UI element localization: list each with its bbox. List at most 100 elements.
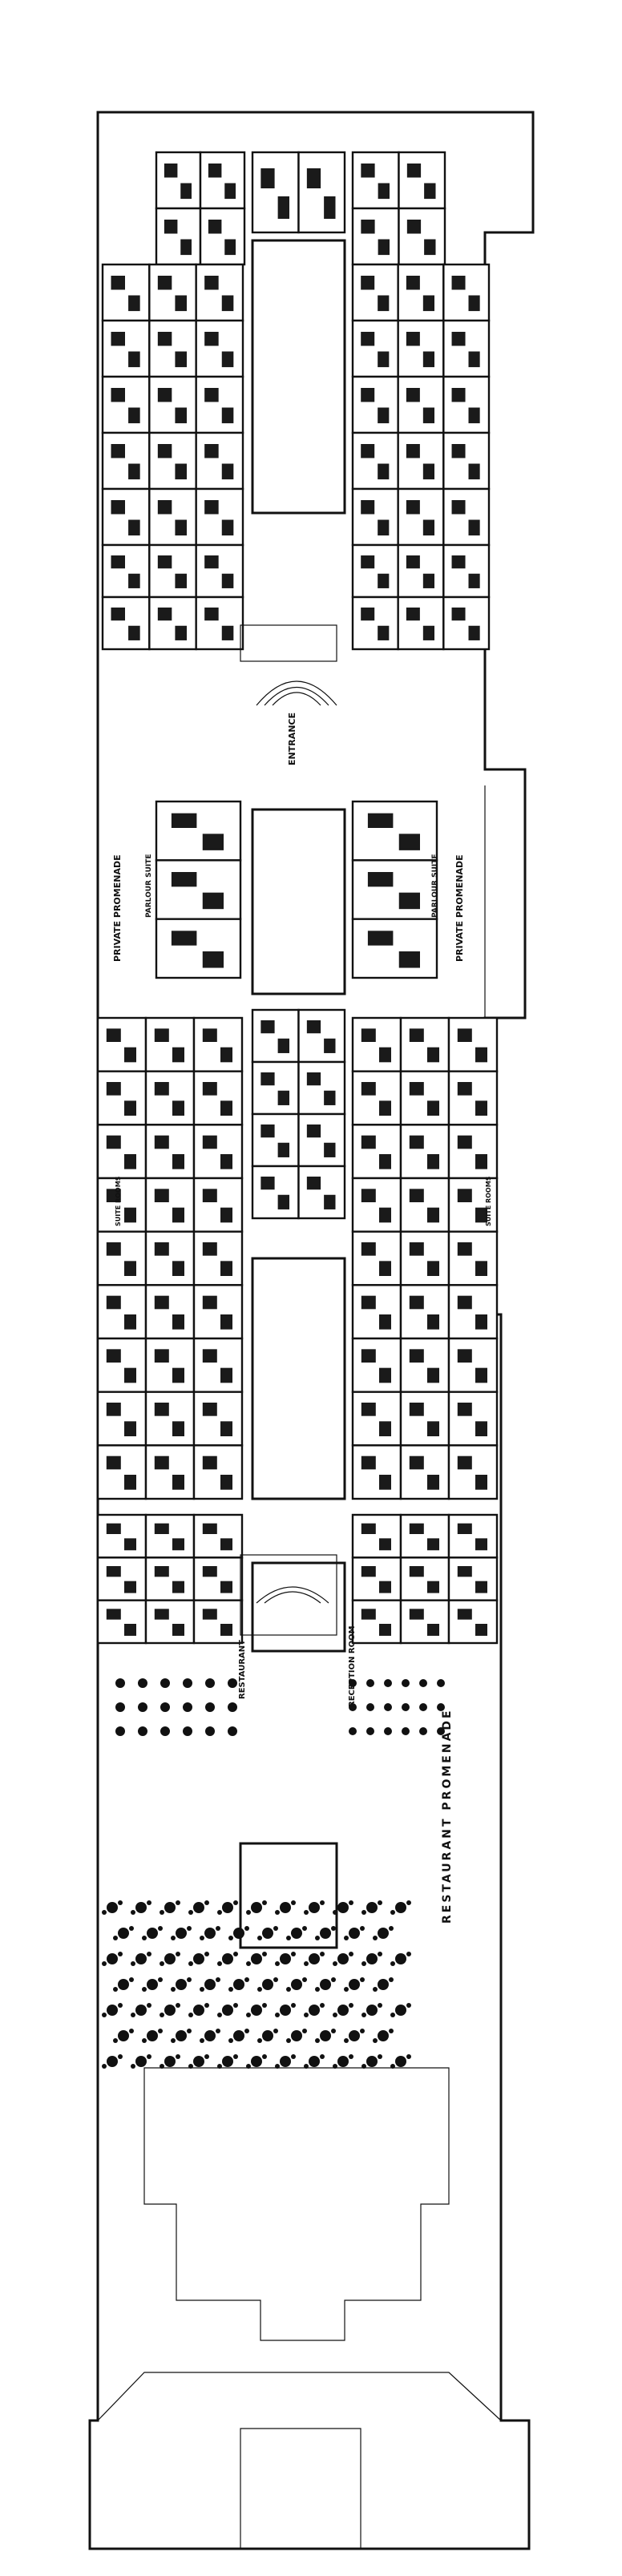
restaurant-chair <box>200 1987 204 1992</box>
cabin-furniture <box>220 1100 232 1116</box>
cabin-berth <box>457 1403 472 1416</box>
restaurant-chair <box>158 1977 163 1982</box>
cabin-furniture <box>220 1367 232 1383</box>
cabin <box>192 1230 244 1286</box>
restaurant-table <box>320 1928 331 1939</box>
cabin-furniture <box>221 573 234 588</box>
cabin <box>148 487 197 547</box>
cabin-furniture <box>175 407 187 424</box>
cabin <box>195 263 244 322</box>
restaurant-chair <box>118 1952 123 1956</box>
cabin-berth <box>409 1135 424 1149</box>
restaurant-chair <box>315 1936 320 1940</box>
restaurant-table <box>160 1678 170 1688</box>
cabin <box>351 263 399 322</box>
cabin-furniture <box>220 1207 232 1223</box>
restaurant-table <box>262 2030 273 2041</box>
reception-table <box>419 1679 427 1687</box>
cabin-berth <box>457 1242 472 1256</box>
cabin <box>447 1016 499 1072</box>
restaurant-chair <box>246 1961 251 1966</box>
cabin-furniture <box>378 239 390 256</box>
cabin <box>351 1599 402 1645</box>
restaurant-table <box>349 2030 360 2041</box>
cabin-furniture <box>468 625 480 640</box>
restaurant-chair <box>102 2013 107 2017</box>
cabin-furniture <box>475 1538 487 1551</box>
cabin-furniture <box>220 1624 232 1636</box>
cabin <box>144 1391 196 1447</box>
cabin-berth <box>409 1242 424 1256</box>
restaurant-table <box>233 2030 244 2041</box>
private-promenade-left-label: PRIVATE PROMENADE <box>112 854 123 962</box>
restaurant-table <box>115 1726 125 1736</box>
restaurant-chair <box>171 2038 176 2043</box>
cabin-furniture <box>378 573 390 588</box>
restaurant-table <box>366 1953 378 1964</box>
restaurant-chair <box>320 2003 325 2008</box>
restaurant-chair <box>217 2013 222 2017</box>
cabin-berth <box>457 1349 472 1363</box>
restaurant-table <box>193 2056 204 2067</box>
restaurant-table <box>309 1953 320 1964</box>
restaurant-chair <box>147 2003 151 2008</box>
cabin <box>144 1599 196 1645</box>
cabin <box>148 596 197 651</box>
restaurant-chair <box>131 2013 135 2017</box>
cabin-furniture <box>172 1624 184 1636</box>
restaurant-chair <box>204 1952 209 1956</box>
cabin-furniture <box>175 625 187 640</box>
restaurant-chair <box>142 2038 147 2043</box>
cabin-berth <box>361 1028 376 1042</box>
cabin-berth <box>106 1242 121 1256</box>
restaurant-chair <box>333 1961 337 1966</box>
cabin-furniture <box>324 196 336 219</box>
cabin <box>442 263 491 322</box>
cabin-furniture <box>424 183 436 200</box>
restaurant-chair <box>390 2013 395 2017</box>
cabin <box>148 263 197 322</box>
cabin-furniture <box>422 407 434 424</box>
cabin-furniture <box>427 1421 439 1436</box>
cabin-berth <box>171 872 197 887</box>
cabin <box>199 151 246 210</box>
cabin-berth <box>451 555 466 569</box>
restaurant-chair <box>118 1900 123 1905</box>
cabin <box>297 1008 346 1064</box>
restaurant-chair <box>320 2054 325 2059</box>
restaurant-chair <box>233 2054 238 2059</box>
cabin-berth <box>367 872 394 887</box>
cabin <box>101 319 151 378</box>
cabin-berth <box>409 1566 424 1577</box>
restaurant-table <box>176 1979 187 1990</box>
restaurant-chair <box>378 2003 382 2008</box>
cabin-furniture <box>220 1261 232 1276</box>
cabin <box>351 1557 402 1601</box>
cabin-berth <box>361 444 375 458</box>
cabin <box>155 918 242 979</box>
cabin-berth <box>111 276 125 290</box>
restaurant-table <box>395 2005 406 2016</box>
reception-table <box>437 1679 445 1687</box>
restaurant-chair <box>257 1936 262 1940</box>
restaurant-chair <box>171 1987 176 1992</box>
cabin-furniture <box>379 1624 391 1636</box>
restaurant-table <box>147 1979 158 1990</box>
cabin-furniture <box>398 951 420 968</box>
cabin <box>399 1444 450 1500</box>
cabin-furniture <box>475 1047 487 1063</box>
cabin-berth <box>204 555 219 569</box>
cabin-berth <box>111 388 125 402</box>
reception-table <box>402 1679 410 1687</box>
cabin <box>96 1557 147 1601</box>
cabin <box>155 800 242 862</box>
cabin <box>199 207 246 266</box>
cabin <box>397 319 445 378</box>
cabin-furniture <box>128 295 140 312</box>
cabin-berth <box>361 1566 376 1577</box>
cabin <box>351 1070 402 1126</box>
restaurant-chair <box>176 2003 180 2008</box>
cabin-berth <box>157 500 172 515</box>
cabin-berth <box>406 555 420 569</box>
cabin-furniture <box>128 463 140 480</box>
